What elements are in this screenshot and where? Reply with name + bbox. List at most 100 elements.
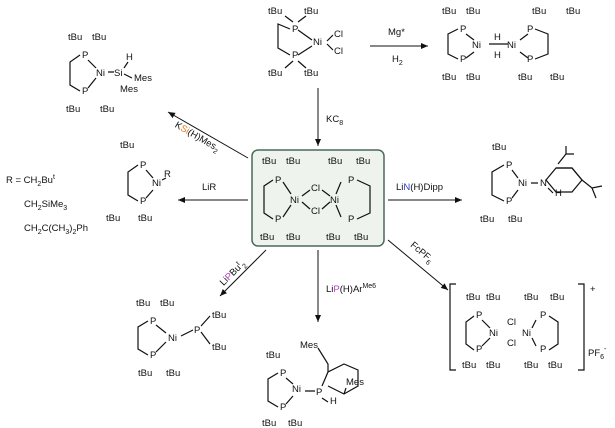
svg-text:Ni: Ni bbox=[168, 333, 177, 344]
svg-text:tBu: tBu bbox=[68, 32, 82, 43]
ni-silyl-complex: tBu tBu P Ni Si H Mes Mes P tBu tBu bbox=[66, 32, 152, 115]
svg-text:R: R bbox=[164, 169, 171, 180]
svg-text:tBu: tBu bbox=[550, 292, 564, 303]
svg-text:Ni: Ni bbox=[489, 328, 498, 339]
svg-text:P: P bbox=[140, 196, 146, 207]
svg-text:P: P bbox=[506, 196, 512, 207]
svg-text:Mes: Mes bbox=[120, 84, 138, 95]
svg-text:tBu: tBu bbox=[486, 292, 500, 303]
svg-text:P: P bbox=[150, 350, 156, 361]
svg-text:P: P bbox=[540, 310, 546, 321]
svg-text:H: H bbox=[126, 52, 133, 63]
svg-text:tBu: tBu bbox=[354, 232, 368, 243]
svg-text:tBu: tBu bbox=[106, 213, 120, 224]
central-complex-box bbox=[251, 149, 385, 247]
svg-text:tBu: tBu bbox=[466, 292, 480, 303]
reagent-lin: LiN(H)Dipp bbox=[396, 182, 443, 193]
svg-text:tBu: tBu bbox=[550, 72, 564, 83]
ni-alkyl-complex: tBu P Ni R P tBu tBu bbox=[106, 140, 171, 224]
ni-phosphanido-complex: Mes tBu P Ni P H Mes P tBu tBu bbox=[262, 340, 364, 428]
svg-text:tBu: tBu bbox=[508, 214, 522, 225]
svg-text:tBu: tBu bbox=[288, 418, 302, 428]
ni-amido-complex: tBu P Ni N H P tBu tBu bbox=[480, 142, 603, 225]
svg-text:tBu: tBu bbox=[566, 6, 580, 17]
svg-text:P: P bbox=[150, 316, 156, 327]
svg-text:P: P bbox=[540, 344, 546, 355]
svg-text:Mes: Mes bbox=[300, 340, 318, 351]
reagent-lir: LiR bbox=[202, 182, 216, 193]
svg-text:Ni: Ni bbox=[518, 178, 527, 189]
svg-text:tBu: tBu bbox=[524, 360, 538, 371]
svg-text:tBu: tBu bbox=[262, 156, 276, 167]
svg-text:tBu: tBu bbox=[160, 298, 174, 309]
svg-text:P: P bbox=[476, 310, 482, 321]
svg-text:P: P bbox=[527, 54, 533, 65]
svg-text:CH2C(CH3)2Ph: CH2C(CH3)2Ph bbox=[24, 223, 88, 236]
svg-text:tBu: tBu bbox=[356, 156, 370, 167]
svg-text:CH2SiMe3: CH2SiMe3 bbox=[24, 199, 67, 212]
svg-text:P: P bbox=[280, 402, 286, 413]
reagent-liph: LiP(H)ArMe6 bbox=[326, 283, 376, 295]
svg-text:tBu: tBu bbox=[212, 310, 226, 321]
svg-text:tBu: tBu bbox=[262, 418, 276, 428]
svg-text:H: H bbox=[555, 188, 562, 199]
svg-text:P: P bbox=[275, 175, 281, 186]
svg-text:H: H bbox=[494, 32, 501, 43]
tbu-label: tBu bbox=[268, 68, 282, 79]
n-atom: N bbox=[540, 178, 547, 189]
ni-atom: Ni bbox=[313, 37, 322, 48]
svg-text:tBu: tBu bbox=[136, 298, 150, 309]
svg-text:tBu: tBu bbox=[266, 350, 280, 361]
svg-text:Ni: Ni bbox=[152, 178, 161, 189]
svg-text:tBu: tBu bbox=[286, 232, 300, 243]
tbu-label: tBu bbox=[304, 6, 318, 17]
reagent-fcpf6: FcPF6 bbox=[407, 240, 436, 267]
arrow-fcpf6 bbox=[387, 239, 449, 291]
svg-text:tBu: tBu bbox=[212, 342, 226, 353]
svg-text:P: P bbox=[140, 160, 146, 171]
svg-text:tBu: tBu bbox=[442, 6, 456, 17]
svg-text:P: P bbox=[460, 54, 466, 65]
svg-text:Ni: Ni bbox=[96, 68, 105, 79]
phosphido-p-atom: P bbox=[194, 325, 200, 336]
svg-text:P: P bbox=[460, 24, 466, 35]
svg-text:Ni: Ni bbox=[522, 328, 531, 339]
tbu-label: tBu bbox=[304, 68, 318, 79]
svg-text:tBu: tBu bbox=[466, 72, 480, 83]
svg-text:tBu: tBu bbox=[486, 360, 500, 371]
reagent-lipbu: LiPBut2 bbox=[217, 258, 249, 290]
svg-text:Cl: Cl bbox=[507, 317, 516, 328]
svg-text:Ni: Ni bbox=[330, 195, 339, 206]
arrow-ksi bbox=[167, 111, 249, 159]
svg-text:tBu: tBu bbox=[492, 142, 506, 153]
reagent-ksi: KSi(H)Mes2 bbox=[172, 120, 222, 156]
svg-text:tBu: tBu bbox=[532, 6, 546, 17]
svg-text:R = CH2But: R = CH2But bbox=[6, 174, 55, 188]
ni-phosphido-complex: tBu tBu P Ni P tBu tBu P tBu tBu bbox=[136, 298, 226, 379]
svg-text:P: P bbox=[476, 344, 482, 355]
ni-dichloride-complex: tBu tBu P Ni Cl Cl P tBu tBu bbox=[268, 6, 343, 79]
cl-atom: Cl bbox=[334, 29, 343, 40]
svg-text:tBu: tBu bbox=[138, 368, 152, 379]
svg-text:P: P bbox=[348, 175, 354, 186]
si-atom: Si bbox=[114, 68, 122, 79]
svg-text:Ni: Ni bbox=[292, 384, 301, 395]
svg-text:Mes: Mes bbox=[134, 73, 152, 84]
svg-text:P: P bbox=[348, 214, 354, 225]
ni-cationic-dimer: + tBu tBu tBu tBu P P Ni Ni Cl Cl P P tB… bbox=[449, 283, 607, 371]
svg-text:H: H bbox=[494, 50, 501, 61]
svg-text:P: P bbox=[506, 160, 512, 171]
cl-atom: Cl bbox=[334, 46, 343, 57]
charge-plus: + bbox=[590, 284, 596, 295]
reagent-kc8: KC8 bbox=[326, 114, 343, 127]
pf6-anion: PF6- bbox=[588, 346, 607, 361]
p-atom: P bbox=[292, 50, 298, 61]
svg-text:Ni: Ni bbox=[290, 195, 299, 206]
svg-text:tBu: tBu bbox=[286, 156, 300, 167]
svg-text:Cl: Cl bbox=[507, 338, 516, 349]
reagent-mg: Mg* bbox=[388, 27, 405, 38]
svg-text:tBu: tBu bbox=[442, 72, 456, 83]
r-group-list: R = CH2But CH2SiMe3 CH2C(CH3)2Ph bbox=[6, 174, 88, 236]
svg-text:tBu: tBu bbox=[92, 32, 106, 43]
svg-text:tBu: tBu bbox=[480, 214, 494, 225]
